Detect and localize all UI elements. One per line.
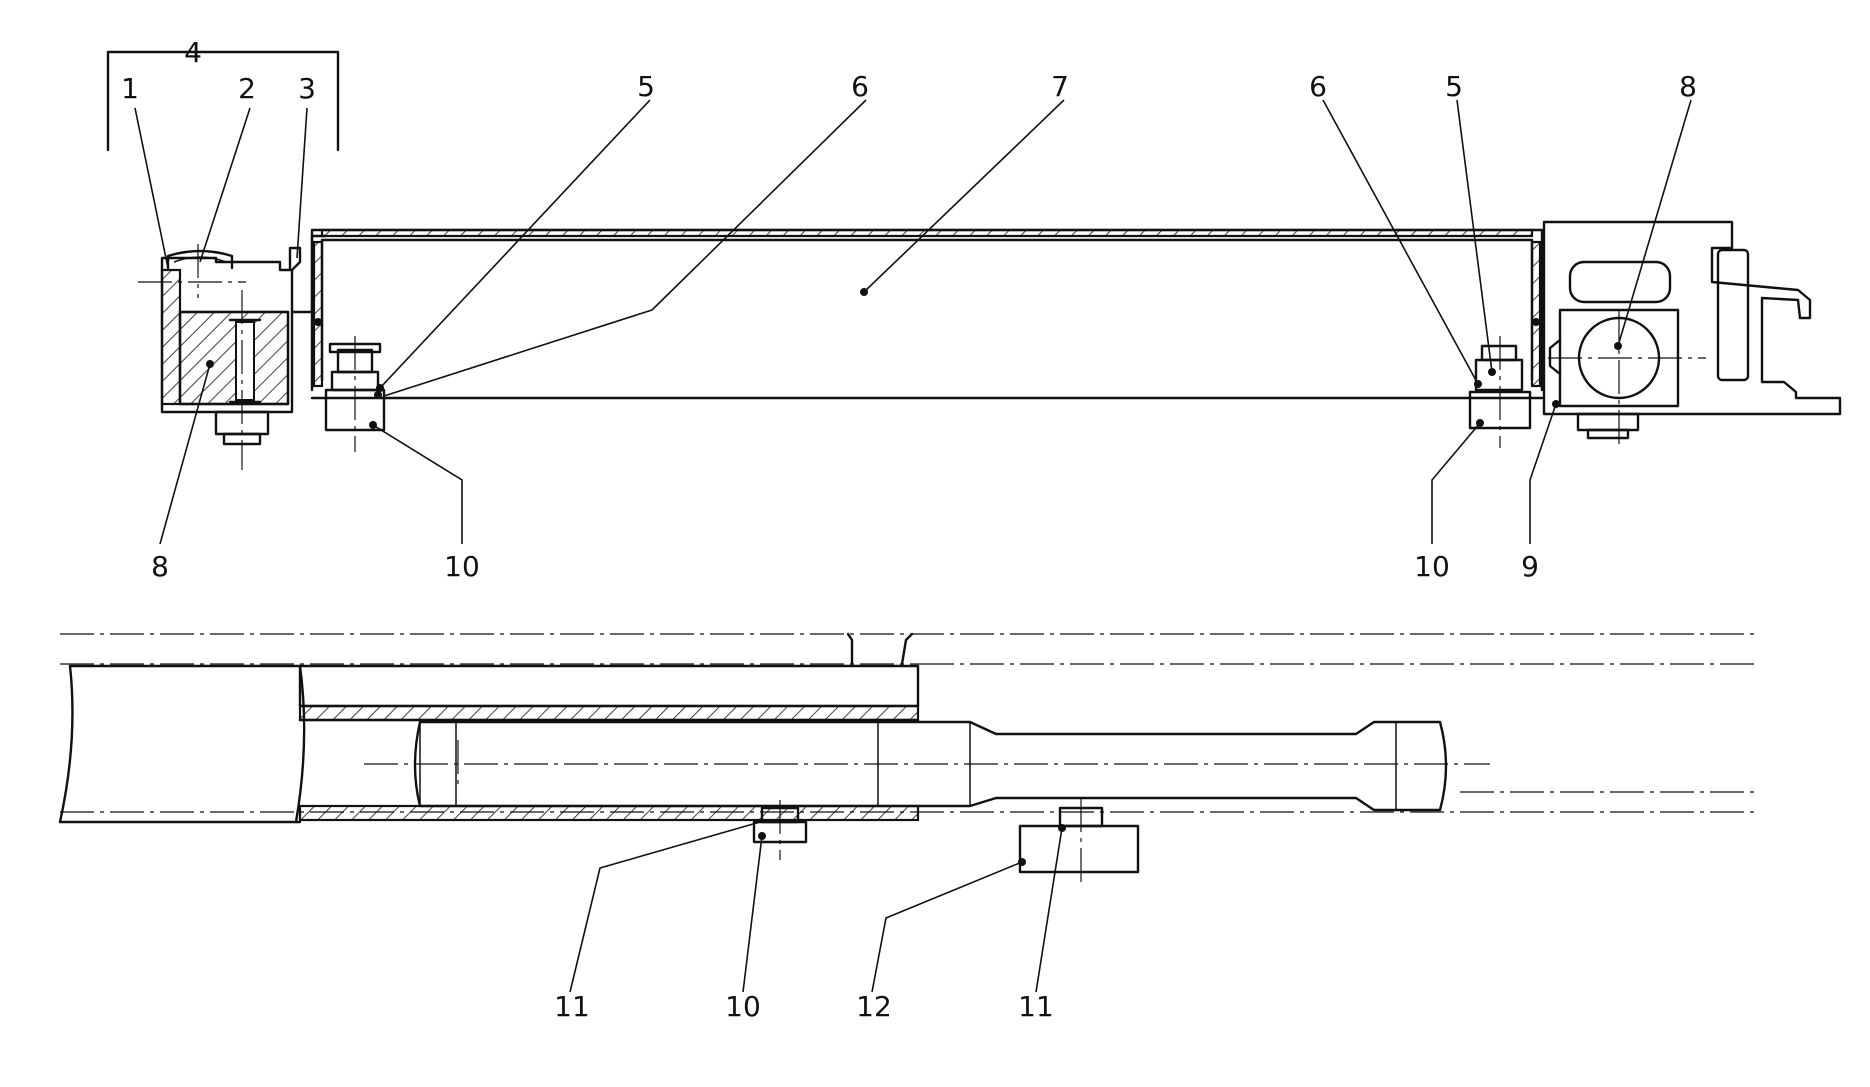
bracket-4 <box>106 50 340 152</box>
label-3: 3 <box>298 72 316 105</box>
label-2: 2 <box>238 72 256 105</box>
top-section-view <box>106 50 1842 545</box>
label-10-left: 10 <box>444 550 480 583</box>
label-11-right: 11 <box>1018 990 1054 1023</box>
clip-part-2 <box>166 249 234 270</box>
label-8-right: 8 <box>1679 70 1697 103</box>
left-fastener <box>324 336 386 452</box>
right-profile-rail <box>1542 220 1842 446</box>
label-1: 1 <box>121 72 139 105</box>
label-10-bottom: 10 <box>725 990 761 1023</box>
bottom-plan-view <box>58 632 1760 993</box>
label-10-right: 10 <box>1414 550 1450 583</box>
right-fastener <box>1468 336 1532 448</box>
label-6-left: 6 <box>851 70 869 103</box>
left-connector-assembly <box>138 234 328 470</box>
label-7: 7 <box>1051 70 1069 103</box>
label-12: 12 <box>856 990 892 1023</box>
label-11-left: 11 <box>554 990 590 1023</box>
label-8-left: 8 <box>151 550 169 583</box>
label-5-left: 5 <box>637 70 655 103</box>
part-labels: 4 1 2 3 5 6 7 6 5 8 8 10 10 9 11 10 12 1… <box>121 36 1697 1023</box>
link-bar <box>413 720 1448 812</box>
label-9: 9 <box>1521 550 1539 583</box>
label-6-right: 6 <box>1309 70 1327 103</box>
label-5-right: 5 <box>1445 70 1463 103</box>
channel-part-7 <box>310 228 1544 400</box>
label-4: 4 <box>184 36 202 69</box>
